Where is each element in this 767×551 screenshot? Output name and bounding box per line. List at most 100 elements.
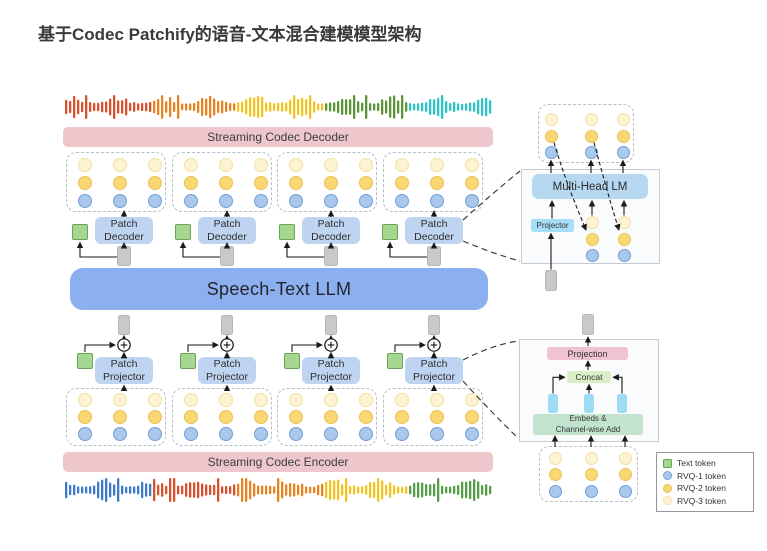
waveform-bar <box>97 481 100 499</box>
encoder-bar-label: Streaming Codec Encoder <box>207 455 349 469</box>
waveform-bar <box>137 485 140 495</box>
streaming-codec-decoder-bar: Streaming Codec Decoder <box>63 127 493 147</box>
waveform-bar <box>201 97 204 117</box>
waveform-bar <box>93 102 96 112</box>
waveform-bar <box>145 483 148 497</box>
waveform-bar <box>249 97 252 117</box>
rvq3-token <box>184 393 198 407</box>
waveform-bar <box>301 483 304 497</box>
waveform-bar <box>89 486 92 494</box>
patch-decoder-label: Patch <box>420 217 448 230</box>
embedding-vector <box>428 315 440 335</box>
waveform-bar <box>369 103 372 111</box>
waveform-bar <box>133 486 136 494</box>
legend-label: RVQ-1 token <box>677 470 726 481</box>
patch-decoder-label: Patch <box>317 217 345 230</box>
rvq1-token <box>465 426 479 441</box>
rvq2-token-swatch <box>663 483 672 493</box>
rvq3-token <box>254 393 268 407</box>
rvq3-token <box>548 451 562 465</box>
waveform-bar <box>425 102 428 112</box>
rvq1-token <box>585 249 599 262</box>
waveform-bar <box>229 486 232 494</box>
waveform-bar <box>441 485 444 495</box>
rvq2-token <box>359 410 373 424</box>
waveform-bar <box>237 102 240 112</box>
rvq2-token <box>324 176 338 190</box>
embedding-vector <box>324 246 338 266</box>
waveform-bar <box>489 100 492 114</box>
waveform-bar <box>341 484 344 496</box>
waveform-bar <box>157 98 160 116</box>
rvq1-token <box>395 194 409 208</box>
rvq1-token <box>148 426 162 441</box>
patch-projector-label: Patch <box>317 357 345 370</box>
waveform-bar <box>405 102 408 112</box>
text-token-square <box>77 353 93 369</box>
waveform-bar <box>457 103 460 111</box>
waveform-bar <box>417 482 420 498</box>
waveform-bar <box>273 486 276 494</box>
waveform-bar <box>205 98 208 116</box>
rvq3-token <box>219 393 233 407</box>
legend-label: RVQ-3 token <box>677 495 726 506</box>
rvq3-token <box>465 393 479 407</box>
waveform-bar <box>373 482 376 498</box>
rvq1-token <box>584 485 598 498</box>
waveform-bar <box>173 102 176 112</box>
waveform-bar <box>349 99 352 115</box>
legend-label: RVQ-2 token <box>677 483 726 493</box>
waveform-bar <box>445 486 448 494</box>
rvq3-token <box>616 113 630 126</box>
waveform-bar <box>317 484 320 496</box>
embeds-channelwise-add-box: Embeds & Channel-wise Add <box>533 414 643 435</box>
waveform-bar <box>325 481 328 499</box>
waveform-bar <box>177 95 180 119</box>
waveform-bar <box>69 484 72 496</box>
rvq2-token <box>219 176 233 190</box>
waveform-bar <box>137 103 140 111</box>
waveform-bar <box>181 485 184 495</box>
waveform-bar <box>461 481 464 499</box>
arrow-connector <box>187 341 219 352</box>
waveform-bar <box>425 483 428 497</box>
rvq2-token <box>430 410 444 424</box>
waveform-bar <box>361 102 364 112</box>
text-token-square <box>284 353 300 369</box>
embedding-vector <box>545 270 557 291</box>
rvq1-token <box>184 194 198 208</box>
waveform-bar <box>129 102 132 112</box>
waveform-bar <box>185 103 188 111</box>
waveform-bar <box>481 485 484 495</box>
rvq3-token <box>618 451 632 465</box>
arrow-connector <box>394 341 426 352</box>
waveform-bar <box>317 103 320 111</box>
waveform-bar <box>337 479 340 501</box>
projector-label: Projector <box>536 221 569 230</box>
patch-projector-label: Projector <box>205 370 248 383</box>
arrow-connector <box>291 341 323 352</box>
waveform-bar <box>449 102 452 112</box>
rvq2-token <box>78 176 92 190</box>
waveform-bar <box>281 481 284 499</box>
rvq3-token <box>324 393 338 407</box>
waveform-bar <box>357 486 360 494</box>
rvq2-token <box>148 176 162 190</box>
waveform-bar <box>173 478 176 502</box>
text-token-square <box>180 353 196 369</box>
text-token-square <box>72 224 88 240</box>
waveform-bar <box>309 95 312 119</box>
waveform-bar <box>289 483 292 497</box>
waveform-bar <box>437 97 440 117</box>
rvq3-token <box>113 158 127 172</box>
text-token-square <box>279 224 295 240</box>
waveform-bar <box>209 95 212 119</box>
audio-waveform-top <box>65 95 492 119</box>
embeds-label-line2: Channel-wise Add <box>555 424 621 434</box>
rvq1-token <box>289 194 303 208</box>
waveform-bar <box>293 483 296 497</box>
rvq2-token <box>465 176 479 190</box>
rvq1-token <box>618 485 632 498</box>
waveform-bar <box>233 484 236 496</box>
rvq1-token <box>219 194 233 208</box>
